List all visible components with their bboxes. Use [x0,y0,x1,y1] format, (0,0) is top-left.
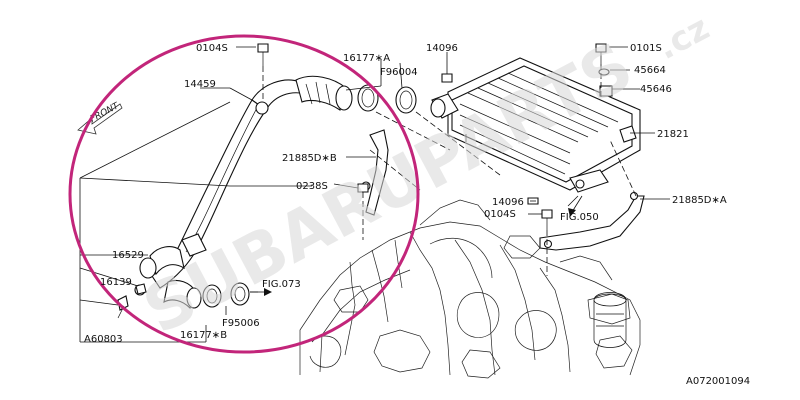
engine-block-drawing [299,199,641,379]
arrow-fig050-icon [568,208,576,217]
label-fig050[interactable]: FIG.050 [560,212,599,223]
intake-duct-drawing [134,75,417,309]
label-21885a[interactable]: 21885D∗A [672,195,727,206]
label-14096-top[interactable]: 14096 [426,43,458,54]
diagram-code: A072001094 [686,376,750,387]
part-labels: 0104S 16177∗A 14096 0101S 45664 45646 14… [84,43,727,345]
label-fig073[interactable]: FIG.073 [262,279,301,290]
assembly-lines [262,64,637,276]
watermark-suffix: .cz [650,8,715,68]
label-16139[interactable]: 16139 [100,277,132,288]
label-21821[interactable]: 21821 [657,129,689,140]
label-14459[interactable]: 14459 [184,79,216,90]
bracket-drawings [361,129,645,251]
label-45664[interactable]: 45664 [634,65,666,76]
label-16529[interactable]: 16529 [112,250,144,261]
leader-lines [79,46,670,343]
label-21885b[interactable]: 21885D∗B [282,153,337,164]
label-16177b[interactable]: 16177∗B [180,330,227,341]
figure-arrows [250,195,583,296]
label-f96004[interactable]: F96004 [380,67,418,78]
label-0104s-top[interactable]: 0104S [196,43,228,54]
label-14096-mid[interactable]: 14096 [492,197,524,208]
arrow-fig073-icon [264,288,272,296]
label-0104s-mid[interactable]: 0104S [484,209,516,220]
intercooler-drawing [430,57,641,193]
label-45646[interactable]: 45646 [640,84,672,95]
fastener-drawings [117,43,613,319]
label-f95006[interactable]: F95006 [222,318,260,329]
highlight-circle [68,34,420,354]
label-16177a[interactable]: 16177∗A [343,53,390,64]
label-0238s[interactable]: 0238S [296,181,328,192]
label-a60803[interactable]: A60803 [84,334,123,345]
label-0101s[interactable]: 0101S [630,43,662,54]
